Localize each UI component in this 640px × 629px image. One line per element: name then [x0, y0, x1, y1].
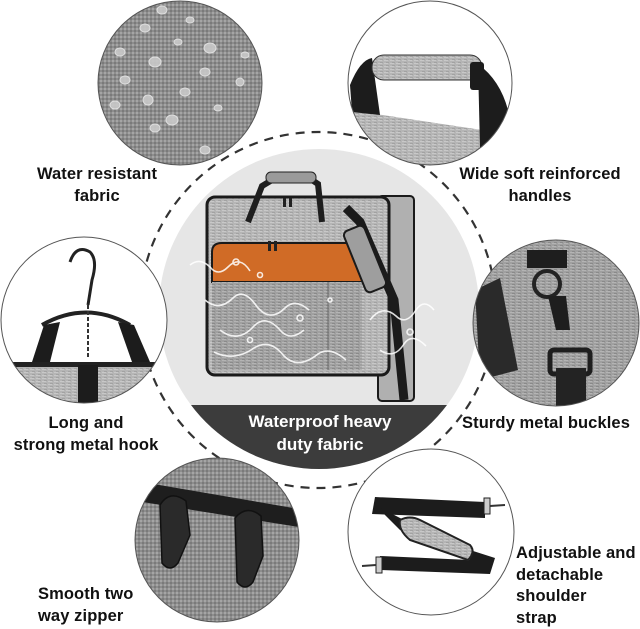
caption-waterproof-heavy-duty: Waterproof heavy duty fabric: [248, 412, 392, 454]
feature-fabric-image: [97, 0, 263, 166]
feature-strap-image: [347, 448, 515, 616]
caption-water-resistant-fabric: Water resistant fabric: [36, 165, 158, 205]
feature-handles-image: [347, 0, 513, 166]
feature-buckles-image: [472, 239, 640, 407]
caption-shoulder-strap: Adjustable and detachable shoulder strap: [516, 544, 636, 627]
caption-metal-hook: Long and strong metal hook: [13, 414, 159, 454]
caption-wide-soft-handles: Wide soft reinforced handles: [459, 165, 621, 205]
caption-two-way-zipper: Smooth two way zipper: [38, 585, 134, 625]
caption-metal-buckles: Sturdy metal buckles: [462, 414, 630, 432]
feature-zipper-image: [134, 457, 300, 623]
feature-hook-image: [0, 236, 168, 404]
